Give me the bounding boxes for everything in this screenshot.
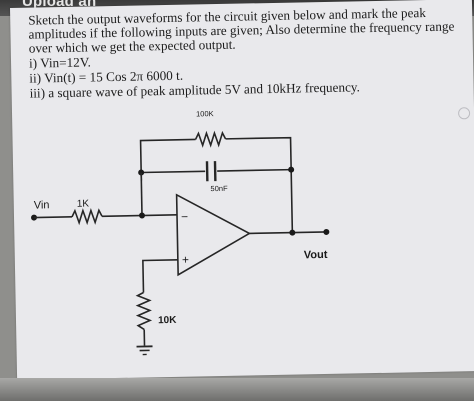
feedback-resistor	[194, 130, 227, 148]
feedback-node-wire	[140, 172, 143, 216]
vin-label: Vin	[34, 199, 50, 211]
input-resistor-label: 1K	[77, 199, 90, 210]
capacitor-wire-left	[141, 170, 206, 174]
output-wire	[249, 231, 327, 235]
opamp-plus-sign: +	[182, 253, 189, 267]
opamp-triangle	[175, 193, 252, 277]
input-resistor	[71, 207, 103, 226]
junction-output-node	[289, 229, 296, 236]
ground-resistor-label: 10K	[158, 315, 177, 326]
feedback-resistor-label: 100K	[196, 109, 214, 118]
ground-resistor	[135, 291, 153, 331]
question-paper: Sketch the output waveforms for the circ…	[10, 0, 474, 380]
opamp-minus-sign: −	[181, 210, 188, 224]
upload-label[interactable]: Upload an	[22, 0, 97, 10]
noninverting-wire	[142, 259, 178, 293]
feedback-resistor-wire-right	[225, 136, 294, 233]
desk-shadow	[0, 378, 474, 401]
junction-inverting-node	[139, 212, 146, 219]
vout-label: Vout	[304, 249, 328, 261]
capacitor-label: 50nF	[210, 184, 228, 193]
feedback-resistor-wire-left	[139, 138, 196, 181]
capacitor-wire-right	[217, 168, 292, 172]
input-wire	[34, 216, 73, 219]
output-terminal	[323, 228, 330, 235]
junction-feedback-right-top	[288, 166, 295, 173]
opamp-circuit-diagram: 100K 50nF Vin 1K − + Vout 10	[31, 109, 330, 356]
